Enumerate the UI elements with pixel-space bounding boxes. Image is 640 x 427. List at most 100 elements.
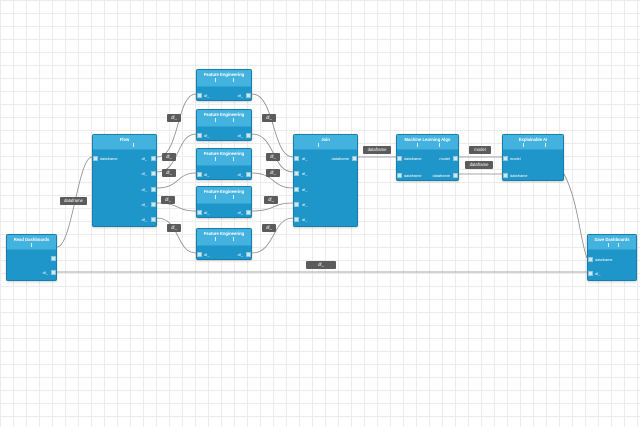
output-port[interactable] <box>51 270 56 275</box>
wire-label-join-ml[interactable]: dataframe <box>363 146 391 154</box>
input-port[interactable] <box>294 187 299 192</box>
wire-label-fe5-join[interactable]: df_ <box>262 224 276 232</box>
input-port[interactable] <box>503 156 508 161</box>
wire-label-flow-fe1[interactable]: df_ <box>167 114 181 122</box>
output-port[interactable] <box>246 172 251 177</box>
node-feature-engineering-1[interactable]: Feature Engineering df_ df_ <box>196 69 252 101</box>
node-header[interactable]: Read Dashboards <box>7 235 56 250</box>
output-port[interactable] <box>151 217 156 222</box>
input-port[interactable] <box>197 252 202 257</box>
wire-label-read-save[interactable]: df_ <box>306 261 336 269</box>
input-port[interactable] <box>197 210 202 215</box>
node-header[interactable]: Explainable AI <box>503 135 563 150</box>
tick-mark <box>233 195 234 199</box>
node-header[interactable]: Feature Engineering <box>197 149 251 166</box>
input-port[interactable] <box>588 257 593 262</box>
wire-fe4-join[interactable] <box>251 202 294 212</box>
input-port[interactable] <box>503 173 508 178</box>
node-feature-engineering-4[interactable]: Feature Engineering df_ df_ <box>196 186 252 218</box>
output-port[interactable] <box>246 133 251 138</box>
wire-flow-fe4[interactable] <box>156 202 197 212</box>
output-port[interactable] <box>151 202 156 207</box>
node-feature-engineering-3[interactable]: Feature Engineering df_ df_ <box>196 148 252 180</box>
wire-label-ml-model[interactable]: model <box>469 146 491 154</box>
input-port[interactable] <box>197 172 202 177</box>
node-header[interactable]: Feature Engineering <box>197 187 251 204</box>
wire-fe1-join[interactable] <box>251 93 294 158</box>
node-title: Feature Engineering <box>203 112 245 117</box>
wire-label-fe2-join[interactable]: df_ <box>266 153 280 161</box>
tick-mark <box>215 118 216 122</box>
wire-label-flow-fe2[interactable]: df_ <box>162 153 176 161</box>
input-port[interactable] <box>294 217 299 222</box>
wire-label-read-flow[interactable]: dataframe <box>60 197 87 205</box>
input-port[interactable] <box>197 133 202 138</box>
node-header[interactable]: Feature Engineering <box>197 229 251 246</box>
output-port[interactable] <box>51 256 56 261</box>
input-port[interactable] <box>197 93 202 98</box>
node-title: Explainable AI <box>518 137 548 142</box>
output-port[interactable] <box>151 187 156 192</box>
output-label: df_ <box>237 252 243 257</box>
input-label: df_ <box>302 156 308 161</box>
input-label: df_ <box>302 171 308 176</box>
header-ticks <box>197 78 251 82</box>
input-port[interactable] <box>397 173 402 178</box>
output-port[interactable] <box>453 173 458 178</box>
header-ticks <box>7 243 56 247</box>
node-header[interactable]: Save Dashboards <box>588 235 636 250</box>
node-save-dashboards[interactable]: Save Dashboards dataframe df_ <box>587 234 637 281</box>
output-label: df_ <box>141 171 147 176</box>
input-port[interactable] <box>294 171 299 176</box>
wire-label-fe4-join[interactable]: df_ <box>264 196 278 204</box>
node-read-dashboards[interactable]: Read Dashboards df_ <box>6 234 57 281</box>
output-port[interactable] <box>246 252 251 257</box>
node-header[interactable]: Join <box>294 135 357 150</box>
tick-mark <box>31 243 32 247</box>
output-port[interactable] <box>352 156 357 161</box>
node-header[interactable]: Feature Engineering <box>197 70 251 87</box>
wire-label-ml-df[interactable]: dataframe <box>465 161 493 169</box>
wire-label-flow-fe4[interactable]: df_ <box>161 196 175 204</box>
output-port[interactable] <box>246 93 251 98</box>
node-flow[interactable]: Flow dataframe df_ df_ df_ df_ df_ <box>92 134 157 227</box>
output-label: df_ <box>141 217 147 222</box>
node-machine-learning-algo[interactable]: Machine Learning Algo dataframe datafram… <box>396 134 459 181</box>
node-explainable-ai[interactable]: Explainable AI model dataframe <box>502 134 564 181</box>
output-label: dataframe <box>432 173 450 178</box>
output-label: df_ <box>237 210 243 215</box>
input-port[interactable] <box>294 156 299 161</box>
input-port[interactable] <box>397 156 402 161</box>
output-port[interactable] <box>151 156 156 161</box>
node-header[interactable]: Feature Engineering <box>197 110 251 127</box>
wire-flow-fe1[interactable] <box>156 93 197 158</box>
wire-label-fe3-join[interactable]: df_ <box>266 169 280 177</box>
wire-explain-save[interactable] <box>563 173 588 259</box>
output-port[interactable] <box>151 171 156 176</box>
wire-label-flow-fe3[interactable]: df_ <box>162 169 176 177</box>
node-feature-engineering-2[interactable]: Feature Engineering df_ df_ <box>196 109 252 141</box>
wire-label-flow-fe5[interactable]: df_ <box>167 224 181 232</box>
output-port[interactable] <box>246 210 251 215</box>
node-join[interactable]: Join df_ df_ df_ df_ df_ dataframe <box>293 134 358 227</box>
header-ticks <box>197 157 251 161</box>
tick-mark <box>545 143 546 147</box>
header-ticks <box>93 143 156 147</box>
input-port[interactable] <box>588 271 593 276</box>
node-title: Feature Engineering <box>203 151 245 156</box>
node-title: Machine Learning Algo <box>404 137 451 142</box>
input-port[interactable] <box>294 202 299 207</box>
node-header[interactable]: Machine Learning Algo <box>397 135 458 150</box>
input-label: dataframe <box>404 156 422 161</box>
header-ticks <box>588 243 636 247</box>
input-label: dataframe <box>100 156 118 161</box>
node-title: Flow <box>119 137 130 142</box>
input-port[interactable] <box>93 156 98 161</box>
output-port[interactable] <box>453 156 458 161</box>
node-header[interactable]: Flow <box>93 135 156 150</box>
wire-label-fe1-join[interactable]: df_ <box>262 114 276 122</box>
output-label: df_ <box>237 172 243 177</box>
node-feature-engineering-5[interactable]: Feature Engineering df_ df_ <box>196 228 252 260</box>
tick-mark <box>439 143 440 147</box>
